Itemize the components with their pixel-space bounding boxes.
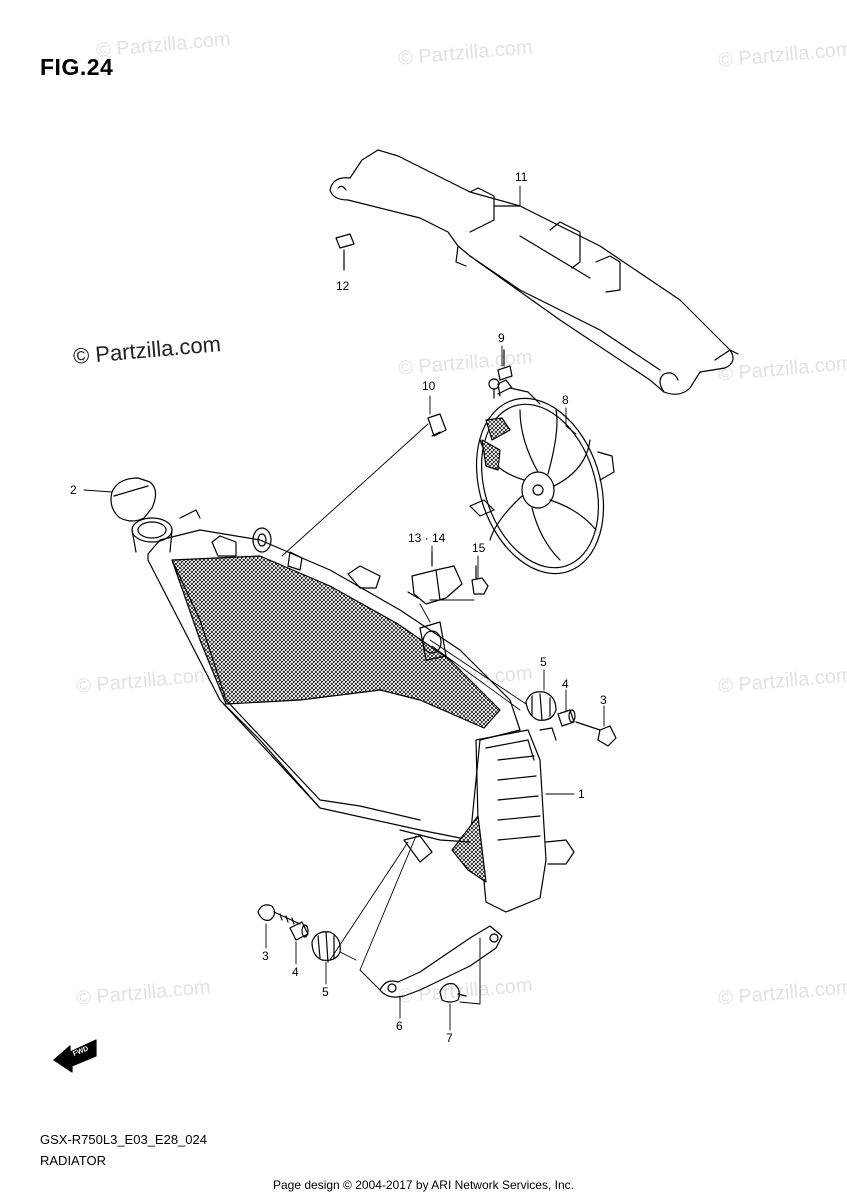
cooling-fan-part [469,379,615,575]
figure-title: FIG.24 [40,54,114,80]
figure-code: GSX-R750L3_E03_E28_024 [40,1132,207,1147]
bracket-part [411,551,463,605]
bolt-part [488,349,513,399]
mount-rubber-part [525,691,557,721]
callout-label: 3 [600,693,607,707]
bolt-part [471,565,489,595]
callout-label: 12 [336,279,350,293]
assembly-lines [281,423,527,1005]
radiator-part [131,509,575,913]
bolt-part [257,904,301,925]
callout-label: 8 [562,393,569,407]
radiator-shroud-part [329,149,739,395]
callout-label: 6 [396,1019,403,1033]
grommet-part [427,413,447,437]
figure-name: RADIATOR [40,1153,106,1168]
callout-label: 11 [515,170,528,184]
radiator-cap-part [110,477,157,522]
callout-label: 4 [292,965,299,979]
callout-label: 15 [472,541,486,555]
collar-part [289,921,309,941]
callout-label: 3 [262,949,269,963]
bolt-part [439,983,467,1003]
callout-label: 1 [578,787,585,801]
bracket-part [379,925,503,998]
callout-label: 5 [540,655,547,669]
callout-label: 13 · 14 [408,531,446,545]
fwd-arrow-icon: FWD [53,1039,97,1073]
callout-label: 7 [446,1031,453,1045]
callout-label: 9 [498,331,505,345]
callout-label: 4 [562,677,569,691]
callout-label: 2 [70,483,77,497]
mount-rubber-part [311,931,341,963]
callout-label: 10 [422,379,436,393]
footer-copyright: Page design © 2004-2017 by ARI Network S… [272,1178,574,1192]
callout-leaders [83,185,605,1031]
callout-label: 5 [322,985,329,999]
collar-part [557,709,576,727]
clip-part [335,233,355,271]
bolt-part [575,721,617,747]
